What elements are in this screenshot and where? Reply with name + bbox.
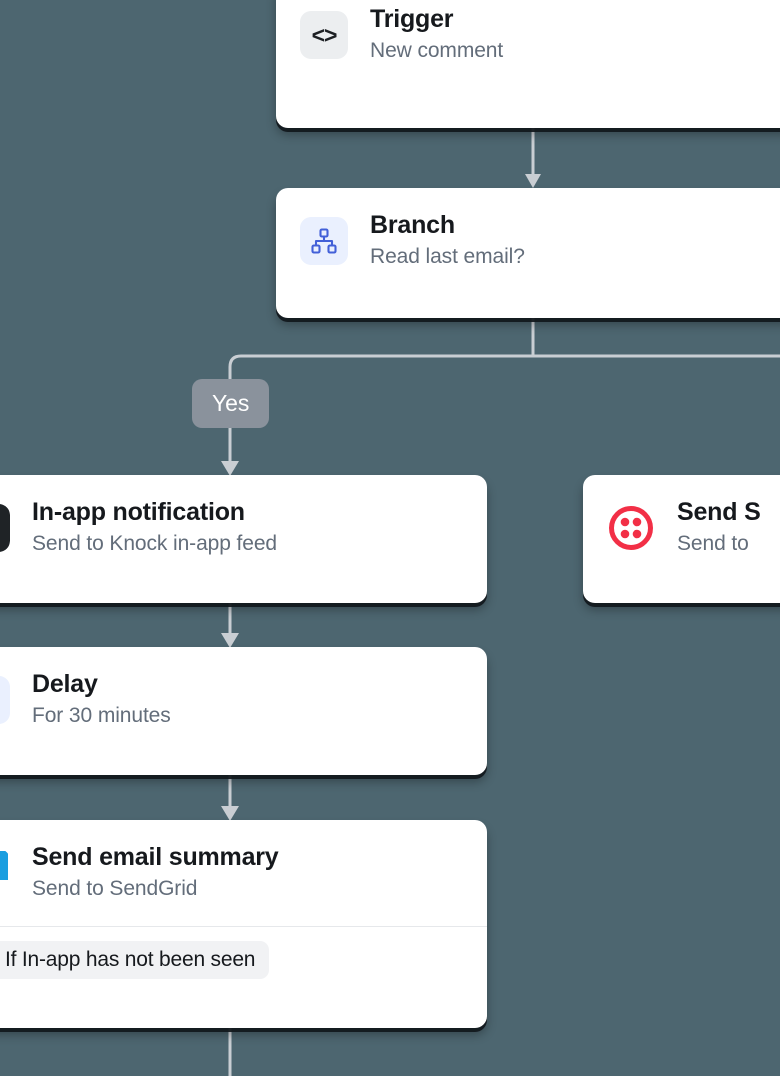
arrowhead-to-branch — [525, 174, 541, 188]
node-send-sms[interactable]: Send S Send to — [583, 475, 780, 603]
node-send-email-text: Send email summary Send to SendGrid — [32, 842, 279, 904]
arrowhead-to-delay — [221, 633, 239, 648]
node-send-sms-title: Send S — [677, 498, 761, 526]
node-send-email-divider — [0, 926, 487, 927]
node-send-email-title: Send email summary — [32, 843, 279, 871]
node-send-email-summary[interactable]: Send email summary Send to SendGrid If I… — [0, 820, 487, 1028]
node-send-sms-subtitle: Send to — [677, 532, 749, 555]
node-in-app-title: In-app notification — [32, 498, 245, 526]
node-delay-body: Delay For 30 minutes — [0, 647, 487, 753]
condition-pill-label: If In-app has not been seen — [5, 948, 256, 971]
branch-badge-yes[interactable]: Yes — [192, 379, 270, 428]
node-branch-title: Branch — [370, 211, 455, 239]
node-send-email-subtitle: Send to SendGrid — [32, 877, 198, 900]
knock-logo-letter: k — [0, 513, 10, 543]
node-branch-body: Branch Read last email? — [276, 188, 780, 294]
node-send-sms-body: Send S Send to — [583, 475, 780, 581]
node-delay-subtitle: For 30 minutes — [32, 704, 171, 727]
code-brackets-icon: <> — [300, 11, 348, 59]
node-send-email-body: Send email summary Send to SendGrid — [0, 820, 487, 926]
arrowhead-to-inapp — [221, 461, 239, 476]
node-delay-title: Delay — [32, 670, 98, 698]
node-send-sms-text: Send S Send to — [677, 497, 761, 559]
node-trigger-title: Trigger — [370, 5, 454, 33]
node-trigger[interactable]: <> Trigger New comment — [276, 0, 780, 128]
node-branch-text: Branch Read last email? — [370, 210, 525, 272]
node-branch-subtitle: Read last email? — [370, 245, 525, 268]
twilio-logo-icon — [607, 504, 655, 552]
node-trigger-body: <> Trigger New comment — [276, 0, 780, 88]
stopwatch-icon — [0, 676, 10, 724]
node-in-app-notification[interactable]: k In-app notification Send to Knock in-a… — [0, 475, 487, 603]
node-delay-text: Delay For 30 minutes — [32, 669, 171, 731]
node-trigger-subtitle: New comment — [370, 39, 504, 62]
arrowhead-to-email — [221, 806, 239, 821]
node-in-app-body: k In-app notification Send to Knock in-a… — [0, 475, 487, 581]
code-brackets-glyph: <> — [311, 21, 338, 48]
hierarchy-branch-icon — [300, 217, 348, 265]
knock-logo-shape: k — [0, 504, 10, 552]
node-delay[interactable]: Delay For 30 minutes — [0, 647, 487, 775]
node-send-email-footer: If In-app has not been seen — [0, 927, 487, 995]
node-in-app-subtitle: Send to Knock in-app feed — [32, 532, 278, 555]
sendgrid-logo-icon — [0, 849, 10, 897]
node-branch[interactable]: Branch Read last email? — [276, 188, 780, 318]
node-trigger-text: Trigger New comment — [370, 4, 503, 66]
knock-logo-icon: k — [0, 504, 10, 552]
condition-pill[interactable]: If In-app has not been seen — [0, 941, 270, 979]
node-in-app-text: In-app notification Send to Knock in-app… — [32, 497, 277, 559]
